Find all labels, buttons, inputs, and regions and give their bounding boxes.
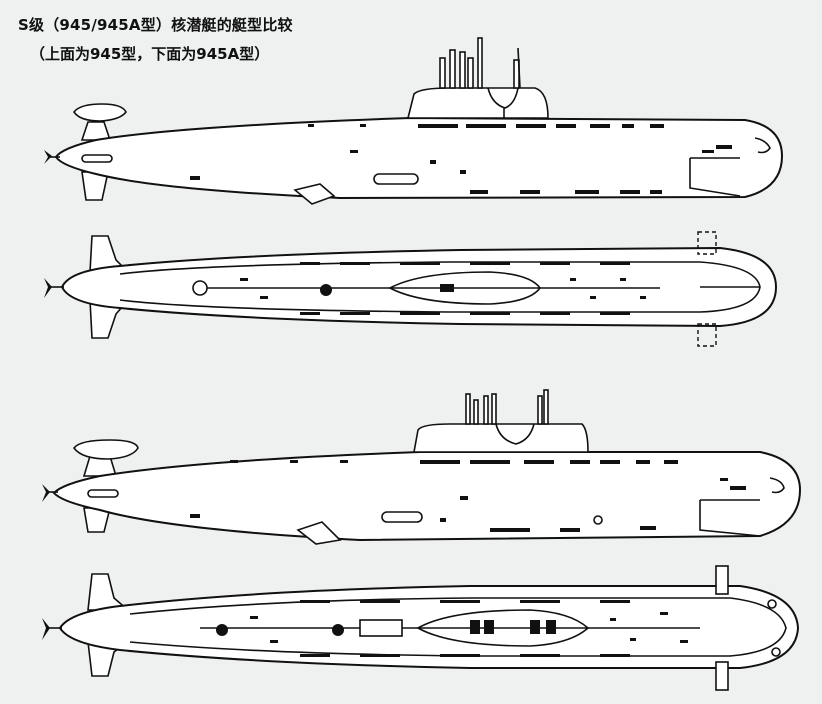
945a-top-propeller [42, 618, 50, 640]
945a-stern-plane-pod [73, 439, 139, 460]
sub-945a-side-view [42, 389, 802, 545]
945-sail [406, 87, 549, 119]
945-upper-rudder [80, 121, 112, 141]
sub-945a-top-view [42, 565, 800, 691]
945-stern-plane-pod [73, 103, 127, 122]
sub-945-top-view [44, 231, 778, 347]
diagram-subtitle: （上面为945型，下面为945A型） [30, 45, 270, 63]
945a-hull-fin [296, 521, 342, 545]
sub-945-side-view [44, 37, 784, 205]
945a-top-bow-plane-upper [715, 565, 729, 595]
diagram-title: S级（945/945A型）核潜艇的艇型比较 [18, 16, 293, 34]
945-top-propeller [44, 278, 52, 298]
945-top-bow-plane-upper [697, 231, 717, 255]
945a-top-bow-plane-lower [715, 661, 729, 691]
945-top-bow-plane-lower [697, 323, 717, 347]
945a-top-upper-plane [87, 573, 131, 611]
945a-side-hull [52, 451, 802, 542]
945-hull-fin [293, 183, 336, 205]
945a-sail [413, 423, 589, 453]
945-side-hull [54, 116, 784, 200]
945a-propeller [42, 484, 50, 502]
